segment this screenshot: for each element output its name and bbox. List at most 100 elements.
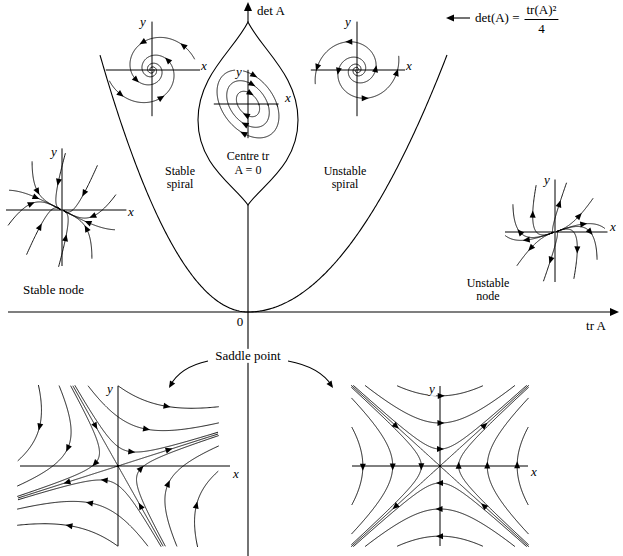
trajectory xyxy=(56,153,66,209)
trajectory xyxy=(543,232,557,282)
flow-arrowhead xyxy=(549,256,555,264)
axis-label: y xyxy=(139,15,147,29)
trajectory xyxy=(556,229,577,279)
axis-arrowhead xyxy=(610,308,619,316)
portrait-axis xyxy=(357,22,358,117)
flow-arrowhead xyxy=(574,246,580,253)
trajectory xyxy=(353,483,526,547)
axis-arrowhead xyxy=(244,2,252,11)
axis-label: y xyxy=(235,65,243,79)
determinant-axis xyxy=(247,205,248,556)
region-label: Centre tr A = 0 xyxy=(226,150,270,178)
flow-arrowhead xyxy=(36,223,42,231)
trajectory xyxy=(338,56,399,98)
portrait-axis xyxy=(6,210,126,211)
trajectory xyxy=(517,232,554,265)
flow-arrowhead xyxy=(56,178,62,185)
trajectory xyxy=(73,386,118,466)
flow-arrowhead xyxy=(163,403,170,409)
flow-arrowhead xyxy=(514,461,520,468)
trajectory xyxy=(18,480,161,547)
flow-arrowhead xyxy=(89,212,97,218)
flow-arrowhead xyxy=(556,200,562,208)
portrait-axis xyxy=(440,386,441,546)
flow-arrowhead xyxy=(480,423,487,430)
axis-title: det A xyxy=(256,4,286,18)
formula-pointer xyxy=(452,17,470,18)
saddle-pointer xyxy=(170,361,208,386)
trajectory xyxy=(365,385,515,423)
saddle-pointer xyxy=(288,361,332,386)
formula-text: det(A) = xyxy=(474,11,521,25)
trajectory xyxy=(63,211,114,230)
trajectory xyxy=(236,91,259,116)
trajectory xyxy=(553,183,567,233)
flow-arrowhead xyxy=(27,202,35,208)
flow-arrowhead xyxy=(180,43,187,50)
flow-arrowhead xyxy=(157,96,165,102)
flow-arrowhead xyxy=(240,132,248,138)
flow-arrowhead xyxy=(193,502,199,510)
axis-label: y xyxy=(543,173,551,187)
flow-arrowhead xyxy=(248,80,256,86)
flow-arrowhead xyxy=(436,480,443,486)
region-outline xyxy=(196,20,300,208)
axis-label: x xyxy=(127,205,135,219)
trajectory xyxy=(227,81,270,128)
trajectory xyxy=(195,471,219,547)
flow-arrowhead xyxy=(362,95,369,101)
flow-arrowhead xyxy=(418,463,424,470)
trajectory xyxy=(315,42,376,84)
trajectory xyxy=(109,55,174,102)
fraction-bar xyxy=(525,19,559,20)
trajectory xyxy=(75,385,218,452)
flow-arrowhead xyxy=(437,446,444,452)
trajectory xyxy=(137,436,219,547)
flow-arrowhead xyxy=(132,75,139,82)
trajectory xyxy=(118,466,163,546)
flow-arrowhead xyxy=(116,90,123,97)
flow-arrowhead xyxy=(390,463,396,470)
unstable-spiral-portrait xyxy=(311,22,406,117)
flow-arrowhead xyxy=(336,67,342,74)
portrait-axis xyxy=(214,104,279,105)
flow-arrowhead xyxy=(250,71,258,77)
trajectory xyxy=(351,398,392,534)
trajectory xyxy=(351,466,439,546)
axis-label: x xyxy=(609,220,617,234)
pointer-arrowhead xyxy=(446,15,454,22)
axis-label: y xyxy=(344,15,352,29)
flow-arrowhead xyxy=(37,423,43,431)
trajectory xyxy=(440,466,528,546)
main-axes xyxy=(8,9,612,556)
flow-arrowhead xyxy=(315,63,321,71)
flow-arrowhead xyxy=(586,228,593,235)
trajectory xyxy=(217,70,279,138)
flow-arrowhead xyxy=(484,462,490,469)
trajectory xyxy=(351,387,421,545)
flow-arrowhead xyxy=(92,459,99,466)
trajectory xyxy=(353,385,526,449)
pointer-arrowhead xyxy=(327,381,334,388)
flow-arrowhead xyxy=(530,211,536,218)
flow-arrowhead xyxy=(246,89,254,95)
trajectory xyxy=(118,386,219,409)
trajectory xyxy=(533,185,554,235)
trajectory xyxy=(17,501,148,546)
saddle-portrait xyxy=(351,385,528,546)
trace-axis xyxy=(8,311,612,312)
flow-arrowhead xyxy=(137,466,144,473)
region-label: Unstable spiral xyxy=(319,165,371,191)
flow-arrowhead xyxy=(436,506,443,512)
flow-arrowhead xyxy=(164,480,170,488)
axis-title: tr A xyxy=(585,319,607,333)
trajectory xyxy=(487,398,528,534)
stable-spiral-portrait xyxy=(106,22,201,117)
trajectory xyxy=(9,190,60,209)
saddle-portrait xyxy=(17,385,230,547)
trajectory xyxy=(513,204,554,237)
trajectory xyxy=(8,202,60,226)
portrait-axis xyxy=(311,70,406,71)
portrait-axis xyxy=(555,180,556,283)
